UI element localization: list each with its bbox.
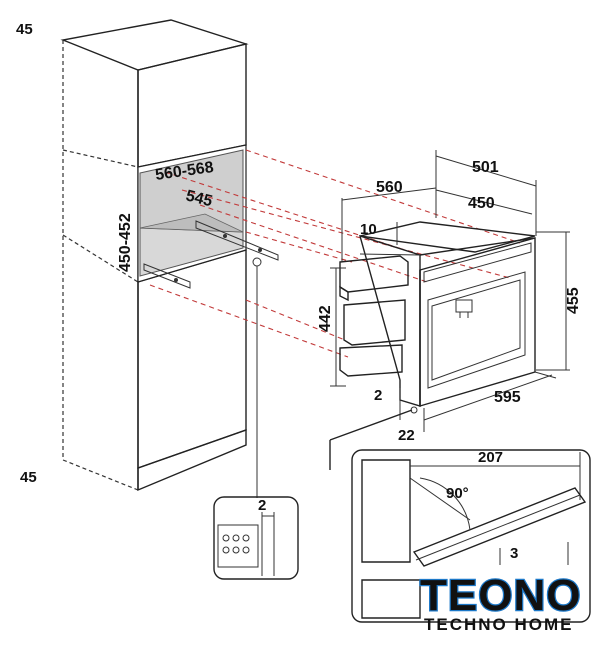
dim-45-bottom: 45 xyxy=(20,469,37,486)
detail-panel-door xyxy=(329,409,591,623)
teono-logo: TEONO TECHNO HOME xyxy=(419,570,582,634)
detail-panel-small xyxy=(213,496,299,580)
dim-560: 560 xyxy=(376,179,403,196)
dim-10: 10 xyxy=(360,221,377,238)
dim-3: 3 xyxy=(510,545,518,562)
dim-207: 207 xyxy=(478,449,503,466)
dim-90: 90° xyxy=(446,485,469,502)
appliance-dimension-lines xyxy=(330,150,570,432)
dim-455: 455 xyxy=(565,287,582,314)
dim-545: 545 xyxy=(184,187,214,210)
dim-45-top: 45 xyxy=(16,21,33,38)
dim-442: 442 xyxy=(317,305,334,332)
dim-2-right: 2 xyxy=(374,387,382,404)
telescopic-rails xyxy=(143,220,279,289)
dim-2-detail: 2 xyxy=(258,497,266,514)
dim-450: 450 xyxy=(468,195,495,212)
dim-450-452: 450-452 xyxy=(117,213,134,272)
dim-501: 501 xyxy=(472,159,499,176)
pin-detail-leader xyxy=(252,257,262,498)
logo-sub-text: TECHNO HOME xyxy=(424,615,574,634)
built-in-appliance xyxy=(339,221,536,407)
dim-22: 22 xyxy=(398,427,415,444)
logo-main-text: TEONO xyxy=(420,571,581,620)
cabinet-niche xyxy=(137,144,247,283)
dim-595: 595 xyxy=(494,389,521,406)
dimension-labels: 45 45 560-568 545 450-452 560 501 450 10… xyxy=(16,21,582,562)
